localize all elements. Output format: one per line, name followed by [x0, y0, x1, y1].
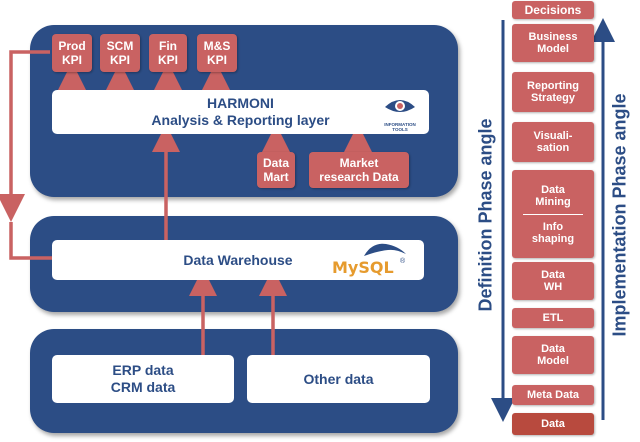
- visualisation-label: Visuali-: [533, 130, 573, 142]
- meta-data-label: Meta Data: [527, 389, 579, 401]
- divider: [523, 213, 583, 215]
- market-research-label: research Data: [319, 170, 399, 184]
- crm-label: CRM data: [110, 379, 176, 395]
- market-research-label: Market: [339, 156, 379, 170]
- data-mining-box: Data Mining Info shaping: [512, 170, 594, 258]
- mysql-logo: MySQL ®: [332, 243, 414, 278]
- information-tools-logo: INFORMATION TOOLS: [378, 93, 422, 132]
- info-shaping-label: Info: [542, 220, 564, 233]
- business-model-box: Business Model: [512, 24, 594, 62]
- business-model-label: Business: [528, 31, 578, 43]
- data-warehouse-panel: Data Warehouse: [52, 240, 424, 280]
- decisions-label: Decisions: [524, 3, 582, 17]
- data-label: Data: [541, 418, 565, 430]
- business-model-label: Model: [537, 43, 569, 55]
- data-mart-label: Mart: [263, 170, 289, 184]
- kpi-scm: SCM KPI: [100, 34, 140, 72]
- data-wh-box: Data WH: [512, 262, 594, 300]
- mysql-logo-text: MySQL: [332, 258, 394, 277]
- data-model-label: Model: [537, 355, 569, 367]
- dolphin-icon: [364, 243, 406, 256]
- market-research-box: Market research Data: [309, 152, 409, 188]
- decisions-box: Decisions: [512, 1, 594, 19]
- harmoni-subtitle: Analysis & Reporting layer: [151, 112, 330, 128]
- logo-caption: INFORMATION TOOLS: [384, 122, 416, 132]
- kpi-label: KPI: [61, 53, 82, 67]
- eye-logo-icon: [385, 100, 415, 112]
- erp-label: ERP data: [112, 362, 174, 378]
- kpi-prod: Prod KPI: [52, 34, 92, 72]
- data-box: Data: [512, 413, 594, 435]
- kpi-ms: M&S KPI: [197, 34, 237, 72]
- visualisation-label: sation: [536, 142, 570, 154]
- data-wh-label: WH: [543, 281, 563, 293]
- kpi-label: M&S: [203, 39, 231, 53]
- harmoni-title: HARMONI: [207, 95, 274, 111]
- reporting-strategy-label: Reporting: [527, 80, 579, 92]
- other-data-panel: Other data: [247, 355, 430, 403]
- reporting-strategy-label: Strategy: [530, 92, 576, 104]
- harmoni-panel: HARMONI Analysis & Reporting layer: [52, 90, 429, 134]
- implementation-phase-label: Implementation Phase angle: [609, 93, 630, 337]
- kpi-fin: Fin KPI: [149, 34, 187, 72]
- data-mart-label: Data: [262, 156, 289, 170]
- visualisation-box: Visuali- sation: [512, 122, 594, 162]
- feedback-arrow: [0, 50, 50, 222]
- kpi-label: Fin: [159, 39, 177, 53]
- data-wh-label: Data: [541, 269, 565, 281]
- data-warehouse-title: Data Warehouse: [183, 252, 293, 268]
- erp-crm-panel: ERP data CRM data: [52, 355, 234, 403]
- definition-phase-label: Definition Phase angle: [475, 118, 496, 312]
- data-mining-label: Mining: [535, 195, 571, 208]
- data-mart-box: Data Mart: [257, 152, 295, 188]
- kpi-label: KPI: [157, 53, 178, 67]
- data-mining-label: Data: [541, 183, 565, 196]
- kpi-label: KPI: [109, 53, 130, 67]
- etl-label: ETL: [542, 312, 564, 324]
- reporting-strategy-box: Reporting Strategy: [512, 72, 594, 112]
- kpi-label: Prod: [58, 39, 86, 53]
- etl-box: ETL: [512, 308, 594, 328]
- kpi-label: KPI: [206, 53, 227, 67]
- kpi-label: SCM: [106, 39, 134, 53]
- data-model-label: Data: [541, 343, 565, 355]
- other-data-label: Other data: [303, 371, 374, 387]
- mysql-registered-mark: ®: [400, 258, 406, 265]
- info-shaping-label: shaping: [531, 232, 575, 245]
- data-model-box: Data Model: [512, 336, 594, 374]
- meta-data-box: Meta Data: [512, 385, 594, 405]
